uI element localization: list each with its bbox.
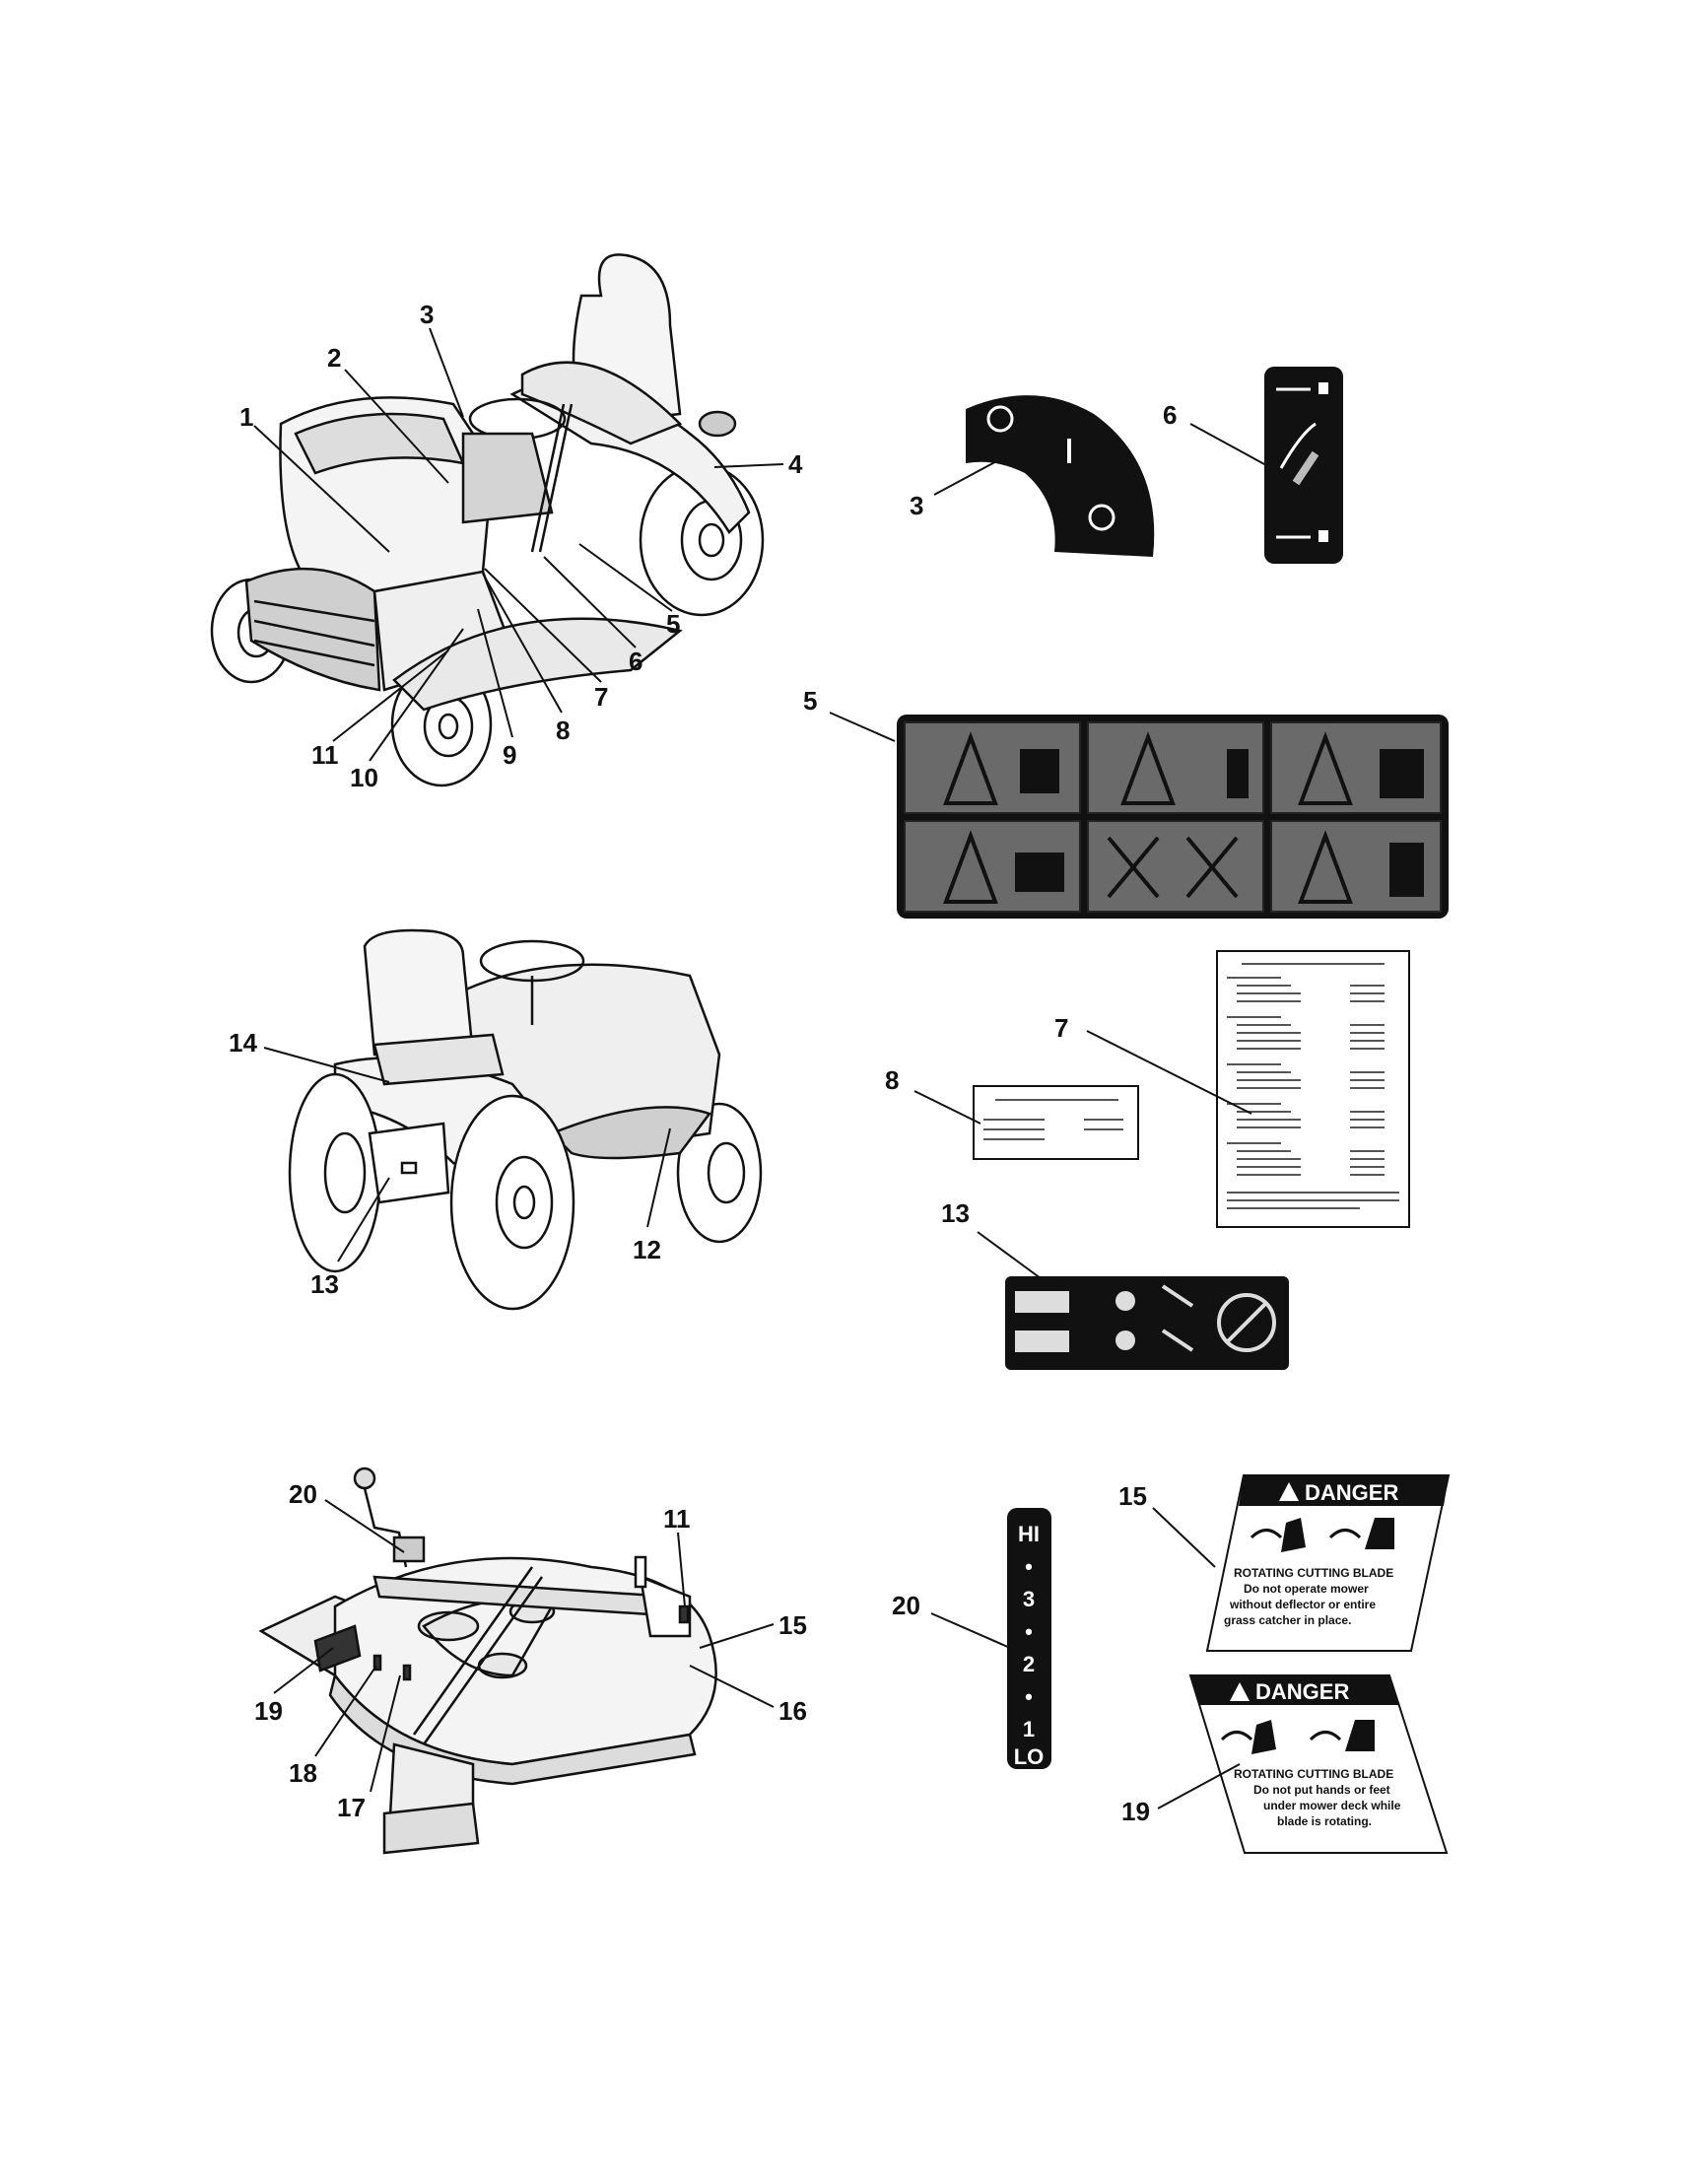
danger-19-title: DANGER — [1255, 1679, 1349, 1704]
leader-decal-8 — [913, 1090, 981, 1125]
deck-leader-lines — [273, 1499, 775, 1793]
height-dot-1: • — [1025, 1554, 1033, 1579]
rear-leader-lines — [263, 1047, 671, 1263]
callout-19-deck: 19 — [254, 1696, 283, 1726]
deck-lift-decal — [1264, 367, 1343, 564]
leader-decal-15 — [1152, 1507, 1216, 1568]
danger-decal-19: DANGER ROTATING CUTTING BLADE Do not put… — [1188, 1674, 1449, 1854]
rear-callout-labels: 14 13 12 — [229, 1028, 661, 1299]
decal-callout-15: 15 — [1118, 1481, 1147, 1511]
danger-15-line4: grass catcher in place. — [1224, 1613, 1351, 1627]
danger-19-line2: Do not put hands or feet — [1253, 1783, 1390, 1797]
leader-decal-6 — [1189, 423, 1287, 477]
callout-15-deck: 15 — [778, 1610, 807, 1640]
callout-9: 9 — [503, 740, 516, 770]
decal-callout-13: 13 — [941, 1198, 970, 1228]
safety-symbol-decal — [897, 715, 1449, 919]
danger-19-line4: blade is rotating. — [1277, 1814, 1372, 1828]
front-callout-labels: 1 2 3 4 5 6 7 8 9 10 11 — [239, 300, 803, 792]
decal-callout-3: 3 — [910, 491, 923, 520]
callout-5: 5 — [666, 609, 680, 639]
mower-deck-illustration — [258, 1467, 717, 1855]
callout-3: 3 — [420, 300, 434, 329]
callout-20: 20 — [289, 1479, 317, 1509]
danger-19-line1: ROTATING CUTTING BLADE — [1234, 1767, 1393, 1781]
height-2: 2 — [1023, 1652, 1035, 1676]
callout-8: 8 — [556, 716, 570, 745]
danger-decal-15: DANGER ROTATING CUTTING BLADE Do not ope… — [1205, 1474, 1451, 1652]
callout-1: 1 — [239, 402, 253, 432]
danger-15-line2: Do not operate mower — [1244, 1582, 1369, 1596]
decal-callout-20: 20 — [892, 1591, 920, 1620]
height-dot-2: • — [1025, 1619, 1033, 1644]
callout-4: 4 — [788, 449, 803, 479]
front-leader-lines — [253, 327, 784, 762]
callout-16: 16 — [778, 1696, 807, 1726]
cut-height-decal: HI • 3 • 2 • 1 LO — [1007, 1508, 1051, 1769]
tractor-front-illustration — [210, 253, 765, 787]
callout-10: 10 — [350, 763, 378, 792]
leader-decal-3 — [933, 443, 1031, 496]
leader-decal-13 — [977, 1231, 1046, 1282]
height-1: 1 — [1023, 1717, 1035, 1741]
touch-up-paint-decal — [973, 1085, 1139, 1160]
callout-18: 18 — [289, 1758, 317, 1788]
callout-2: 2 — [327, 343, 341, 373]
height-lo: LO — [1014, 1744, 1045, 1769]
leader-decal-19 — [1157, 1763, 1241, 1809]
danger-15-title: DANGER — [1305, 1480, 1398, 1505]
height-dot-3: • — [1025, 1684, 1033, 1709]
callout-11: 11 — [311, 740, 339, 770]
decal-callout-6: 6 — [1163, 400, 1177, 430]
tractor-rear-illustration — [288, 928, 763, 1311]
leader-decal-20 — [930, 1612, 1011, 1649]
decal-callout-5: 5 — [803, 686, 817, 716]
callout-13: 13 — [310, 1269, 339, 1299]
leader-decal-5 — [829, 712, 896, 742]
callout-12: 12 — [633, 1235, 661, 1264]
decal-callout-19: 19 — [1121, 1797, 1150, 1826]
danger-15-line3: without deflector or entire — [1229, 1598, 1376, 1611]
height-hi: HI — [1018, 1522, 1040, 1546]
mower-belts-blades-decal — [1216, 950, 1410, 1228]
danger-15-line1: ROTATING CUTTING BLADE — [1234, 1566, 1393, 1580]
callout-7: 7 — [594, 682, 608, 712]
attachment-decal — [1005, 1276, 1289, 1370]
decal-callout-7: 7 — [1054, 1013, 1068, 1043]
callout-6: 6 — [629, 647, 642, 676]
callout-17: 17 — [337, 1793, 366, 1822]
height-3: 3 — [1023, 1587, 1035, 1611]
leader-decal-7 — [1086, 1030, 1252, 1115]
ignition-switch-decal — [966, 395, 1155, 557]
callout-11-deck: 11 — [663, 1504, 691, 1534]
deck-callout-labels: 20 11 15 16 17 18 19 — [254, 1479, 807, 1822]
callout-14: 14 — [229, 1028, 257, 1058]
decal-callout-8: 8 — [885, 1065, 899, 1095]
danger-19-line3: under mower deck while — [1263, 1799, 1401, 1812]
